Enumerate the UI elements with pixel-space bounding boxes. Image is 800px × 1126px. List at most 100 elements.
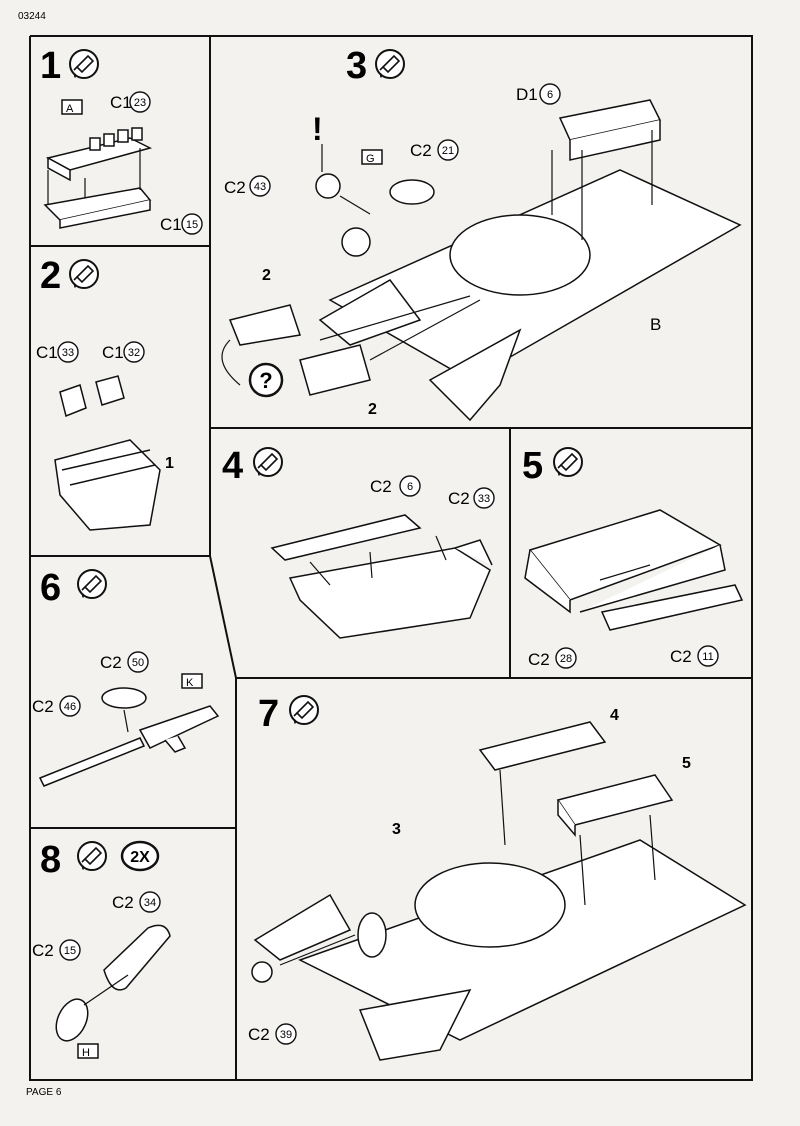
part-label-c2: C2: [32, 941, 54, 960]
part-number-50: 50: [132, 657, 144, 669]
part-number-32: 32: [128, 347, 140, 359]
step-1-panel: 1 A C1 23 C1 15: [40, 45, 203, 235]
glue-icon: [69, 49, 99, 79]
subassembly-2: 2: [368, 401, 377, 418]
step-number: 7: [258, 693, 279, 735]
part-label-c2: C2: [410, 141, 432, 160]
part-circle: [181, 213, 203, 235]
part-label-b: B: [650, 315, 661, 334]
part-label-c2: C2: [670, 647, 692, 666]
part-headlight: [55, 924, 171, 1042]
label-flag-g: [361, 149, 383, 165]
label-letter-g: G: [366, 153, 375, 165]
subassembly-4: 4: [610, 707, 619, 724]
part-mantlet: [101, 687, 147, 709]
part-circle: [275, 1023, 297, 1045]
part-circle: [59, 695, 81, 717]
part-label-c2: C2: [448, 489, 470, 508]
step-3-panel: 3 D1 6 C2 21 C2 43 G ! 2 2 ? B: [221, 45, 742, 422]
part-hatches: [228, 173, 435, 396]
glue-icon: [375, 49, 405, 79]
part-engine-deck: [54, 439, 161, 531]
part-circle: [123, 341, 145, 363]
part-label-c2: C2: [528, 650, 550, 669]
step-number: 6: [40, 567, 61, 609]
part-number-23: 23: [134, 97, 146, 109]
part-upper-hull-front: [45, 127, 153, 182]
quantity-badge: [120, 840, 160, 872]
part-engine-cover: [558, 99, 662, 161]
assembly-arrows: [279, 769, 656, 966]
subassembly-2: 2: [262, 267, 271, 284]
part-engine-deck-assembled: [524, 509, 726, 614]
subassembly-3: 3: [392, 821, 401, 838]
label-letter-h: H: [82, 1047, 90, 1059]
step-8-panel: 8 2X C2 34 C2 15 H: [32, 839, 171, 1059]
part-label-c2: C2: [32, 697, 54, 716]
part-circle: [139, 891, 161, 913]
label-flag-k: [181, 673, 203, 689]
part-circle: [127, 651, 149, 673]
part-circle: [437, 139, 459, 161]
part-number-15: 15: [186, 219, 198, 231]
part-number-11: 11: [702, 651, 713, 663]
step-number: 4: [222, 445, 243, 487]
glue-icon: [69, 259, 99, 289]
step-number: 1: [40, 45, 61, 87]
quantity-label: 2X: [130, 849, 150, 866]
part-number-21: 21: [442, 145, 454, 157]
part-label-c1: C1: [160, 215, 182, 234]
part-circle: [59, 939, 81, 961]
part-label-c2: C2: [370, 477, 392, 496]
part-label-c1: C1: [110, 93, 132, 112]
part-number-28: 28: [560, 653, 572, 665]
part-label-c2: C2: [100, 653, 122, 672]
page-number: PAGE 6: [26, 1087, 62, 1098]
part-lower-hull-front: [43, 187, 152, 229]
subassembly-5: 5: [682, 755, 691, 772]
part-number-33: 33: [478, 493, 490, 505]
option-question-mark: ?: [259, 368, 272, 393]
part-circle: [539, 83, 561, 105]
glue-icon: [289, 695, 319, 725]
part-number-33: 33: [62, 347, 74, 359]
glue-icon: [553, 447, 583, 477]
part-engine-deck-shell: [270, 514, 493, 639]
part-upper-hull: [251, 839, 747, 1061]
part-gun: [38, 705, 220, 787]
part-hatches: [59, 375, 125, 418]
subassembly-1: 1: [165, 455, 174, 472]
assembly-arrows: [47, 148, 141, 204]
label-flag-a: [61, 99, 83, 115]
part-number-43: 43: [254, 181, 266, 193]
part-circle: [57, 341, 79, 363]
assembly-arrows: [309, 535, 447, 586]
step-5-panel: 5 C2 28 C2 11: [522, 445, 744, 669]
part-circle: [399, 475, 421, 497]
part-label-c1: C1: [36, 343, 58, 362]
label-letter-k: K: [186, 677, 194, 689]
part-upper-hull: [318, 169, 742, 422]
step-number: 8: [40, 839, 61, 881]
glue-icon: [77, 841, 107, 871]
panel-grid: [29, 35, 753, 1081]
step-number: 5: [522, 445, 543, 487]
caution-mark: !: [312, 111, 323, 147]
part-label-c1: C1: [102, 343, 124, 362]
assembly-arrow: [123, 709, 129, 733]
step-number: 2: [40, 255, 61, 297]
step-4-panel: 4 C2 6 C2 33: [222, 445, 495, 639]
document-code: 03244: [18, 11, 46, 22]
part-label-c2: C2: [224, 178, 246, 197]
part-number-34: 34: [144, 897, 156, 909]
part-label-d1: D1: [516, 85, 538, 104]
part-label-c2: C2: [112, 893, 134, 912]
part-engine-deck-front: [556, 774, 674, 838]
part-number-6: 6: [547, 89, 553, 101]
step-7-panel: 7 4 5 3 C2 39: [248, 693, 747, 1061]
part-label-c2: C2: [248, 1025, 270, 1044]
part-number-39: 39: [280, 1029, 292, 1041]
part-circle: [129, 91, 151, 113]
step-number: 3: [346, 45, 367, 87]
